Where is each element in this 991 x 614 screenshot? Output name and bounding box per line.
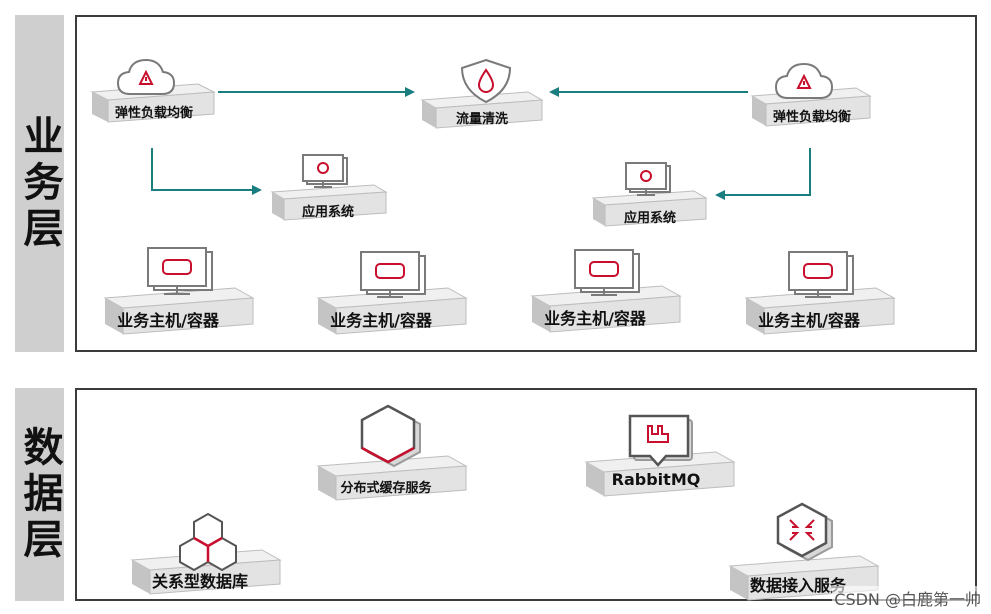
hexagon-icon (360, 404, 421, 468)
monitor-icon (574, 249, 640, 296)
monitor-gear-icon (302, 154, 348, 188)
node-host-4[interactable] (744, 251, 896, 335)
node-host-1[interactable] (103, 247, 255, 335)
converge-icon (776, 502, 833, 562)
cloud-icon (774, 62, 834, 99)
business-layer-label: 业务层 (16, 114, 63, 253)
node-host-2[interactable] (316, 251, 468, 335)
hexagon-cluster-icon (179, 512, 237, 572)
monitor-gear-icon (625, 162, 671, 196)
node-elb-right[interactable] (750, 62, 872, 127)
monitor-icon (360, 251, 426, 298)
cloud-icon (116, 58, 176, 95)
node-ingest[interactable] (728, 502, 880, 601)
label-host-4: 业务主机/容器 (758, 311, 860, 330)
arrow-elb-left-to-app-left (151, 148, 262, 195)
monitor-icon (788, 251, 854, 298)
node-rabbitmq[interactable] (584, 414, 736, 497)
label-host-1: 业务主机/容器 (117, 311, 219, 330)
label-app-left: 应用系统 (301, 205, 355, 220)
node-traffic-clean[interactable] (420, 58, 544, 129)
label-traffic-clean: 流量清洗 (455, 112, 509, 127)
message-queue-icon (628, 414, 693, 467)
node-cache[interactable] (316, 404, 468, 501)
label-host-3: 业务主机/容器 (544, 309, 646, 328)
label-rdb: 关系型数据库 (151, 572, 249, 591)
shield-icon (460, 58, 512, 104)
node-host-3[interactable] (530, 249, 682, 333)
connections (151, 87, 811, 200)
label-host-2: 业务主机/容器 (330, 311, 432, 330)
data-layer-label: 数据层 (16, 425, 63, 564)
label-cache: 分布式缓存服务 (340, 481, 432, 496)
node-rdb[interactable] (130, 512, 282, 595)
data-layer-band: 数据层 (15, 388, 64, 601)
monitor-icon (147, 247, 213, 295)
label-elb-left: 弹性负载均衡 (114, 106, 194, 121)
label-elb-right: 弹性负载均衡 (772, 110, 852, 125)
arrow-elb-right-to-app-right (715, 148, 811, 200)
label-ingest: 数据接入服务 (749, 576, 847, 595)
watermark: CSDN @白鹿第一帅 (832, 586, 983, 610)
node-elb-left[interactable] (90, 58, 216, 123)
business-layer-band: 业务层 (15, 15, 64, 352)
label-app-right: 应用系统 (623, 211, 677, 226)
label-rabbitmq: RabbitMQ (611, 470, 701, 489)
node-app-right[interactable] (591, 162, 708, 227)
node-app-left[interactable] (270, 154, 388, 221)
